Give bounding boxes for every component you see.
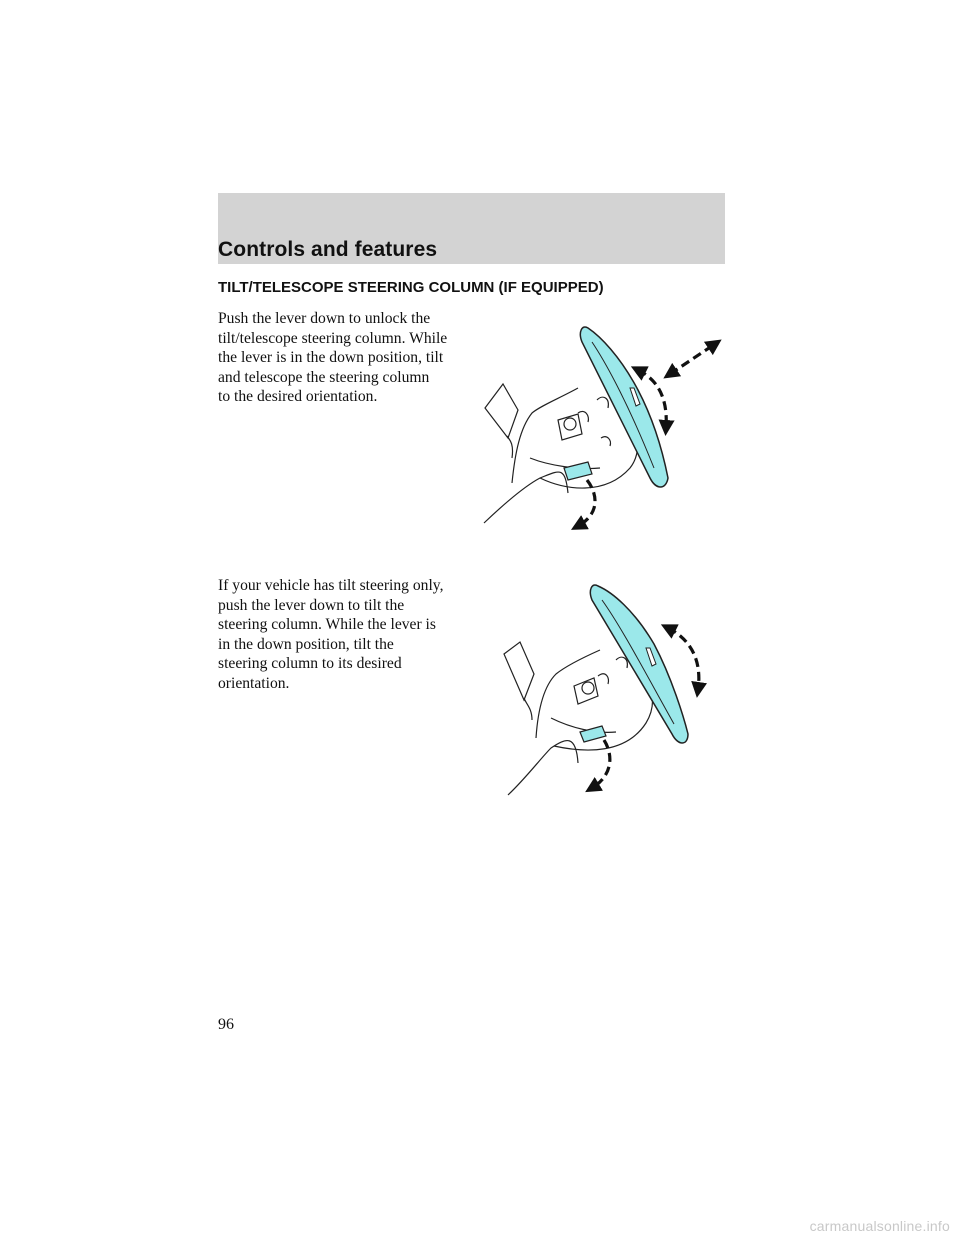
paragraph-tilt-telescope: Push the lever down to unlock the tilt/t…: [218, 309, 480, 407]
column-shroud-lower: [507, 740, 579, 796]
watermark-text: carmanualsonline.info: [809, 1218, 950, 1234]
paragraph-line: Push the lever down to unlock the: [218, 310, 431, 327]
paragraph-line: to the desired orientation.: [218, 388, 378, 406]
stalk-left: [503, 641, 535, 702]
lever-push-arrow: [570, 479, 597, 530]
tilt-arc-arrow: [660, 624, 708, 698]
steering-wheel-rim: [589, 584, 689, 744]
tilt-lever: [579, 725, 607, 743]
telescope-arrow: [663, 339, 722, 379]
paragraph-line: the lever is in the down position, tilt: [218, 349, 444, 367]
section-header-band: [218, 193, 725, 264]
steering-wheel-rim: [579, 326, 669, 488]
lever-push-arrow: [585, 739, 612, 793]
column-shroud-left: [535, 649, 601, 739]
paragraph-line: orientation.: [218, 674, 290, 692]
ignition-switch: [557, 413, 583, 441]
ignition-switch: [573, 677, 599, 705]
topic-heading: TILT/TELESCOPE STEERING COLUMN (IF EQUIP…: [218, 279, 604, 296]
tilt-arc-arrow: [630, 366, 675, 436]
paragraph-line: tilt/telescope steering column. While: [218, 329, 448, 347]
paragraph-line: steering column to its desired: [218, 655, 402, 673]
column-shroud-lower: [483, 471, 569, 524]
paragraph-line: steering column. While the lever is: [218, 616, 436, 634]
section-title: Controls and features: [218, 238, 438, 261]
tilt-only-steering-illustration: [503, 584, 708, 796]
page-number: 96: [218, 1016, 234, 1033]
paragraph-line: If your vehicle has tilt steering only,: [218, 577, 444, 594]
paragraph-tilt-only: If your vehicle has tilt steering only, …: [218, 576, 480, 694]
tilt-telescope-steering-illustration: [483, 326, 722, 530]
column-shroud-right: [539, 427, 639, 489]
tilt-lever: [563, 461, 593, 481]
paragraph-line: in the down position, tilt the: [218, 635, 394, 653]
paragraph-line: push the lever down to tilt the: [218, 596, 405, 614]
column-shroud-left: [511, 387, 579, 484]
paragraph-line: and telescope the steering column: [218, 368, 430, 386]
stalk-left: [484, 382, 519, 440]
